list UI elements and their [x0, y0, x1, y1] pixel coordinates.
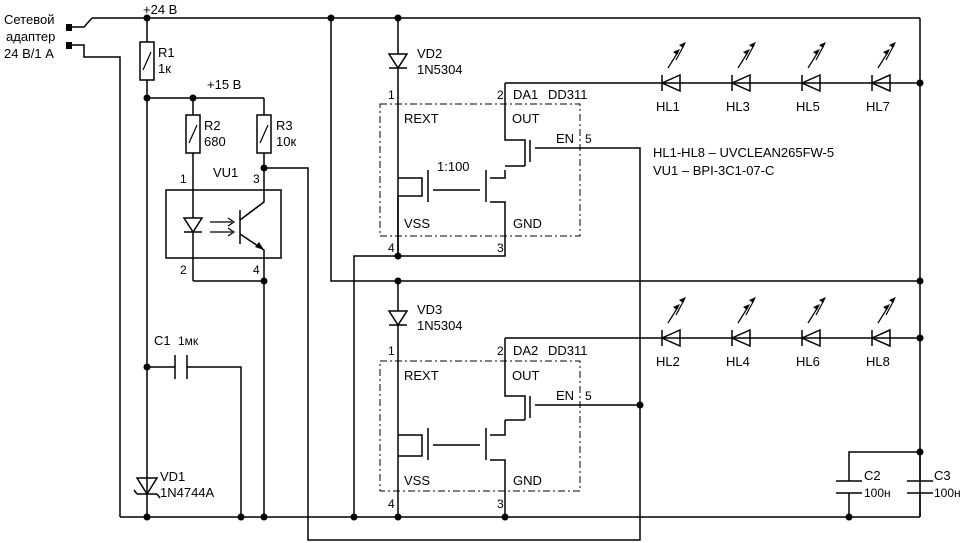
da1-pin5: 5 [585, 132, 592, 146]
r2-name: R2 [204, 118, 221, 133]
da1-pin1: 1 [388, 88, 395, 102]
hl1-label: HL1 [656, 99, 680, 114]
driver-da1 [353, 18, 920, 517]
led-hl6 [800, 297, 826, 348]
led-hl7 [870, 42, 896, 93]
driver-da2 [379, 281, 920, 517]
resistor-r1 [139, 18, 155, 517]
da1-rext: REXT [404, 111, 439, 126]
c1-value: 1мк [178, 334, 199, 348]
r3-value: 10к [276, 134, 296, 149]
da2-pin2: 2 [497, 344, 504, 358]
adapter-label-2: адаптер [6, 29, 55, 44]
capacitor-c1 [147, 355, 242, 517]
da1-pin3: 3 [497, 241, 504, 255]
vu1-pin3: 3 [253, 172, 260, 186]
hl7-label: HL7 [866, 99, 890, 114]
c2-value: 100н [864, 486, 891, 500]
led-hl5 [800, 42, 826, 93]
hl4-label: HL4 [726, 354, 750, 369]
led-hl4 [730, 297, 756, 348]
da2-gnd: GND [513, 473, 542, 488]
da1-pin2: 2 [497, 88, 504, 102]
r2-value: 680 [204, 134, 226, 149]
power-adapter-connector [66, 17, 920, 517]
da1-ratio: 1:100 [437, 159, 470, 174]
da1-gnd: GND [513, 216, 542, 231]
da1-vss: VSS [404, 216, 430, 231]
r1-name: R1 [158, 45, 175, 60]
c2-name: C2 [864, 468, 881, 483]
supply-24v-label: +24 В [143, 2, 177, 17]
vd1-value: 1N4744A [160, 485, 215, 500]
vu1-pin1: 1 [180, 172, 187, 186]
da2-vss: VSS [404, 473, 430, 488]
c3-value: 100н [934, 486, 961, 500]
da2-type: DD311 [548, 343, 588, 358]
da2-rext: REXT [404, 368, 439, 383]
da2-pin4: 4 [388, 497, 395, 511]
hl3-label: HL3 [726, 99, 750, 114]
note-vu1: VU1 – BPI-3C1-07-C [653, 163, 774, 178]
r1-value: 1к [158, 61, 171, 76]
led-string-bottom [660, 297, 896, 348]
hl6-label: HL6 [796, 354, 820, 369]
da1-out: OUT [512, 111, 540, 126]
resistor-r2 [185, 98, 201, 190]
hl2-label: HL2 [656, 354, 680, 369]
adapter-label-1: Сетевой [4, 12, 54, 27]
vu1-pin4: 4 [253, 263, 260, 277]
da1-en: EN [556, 131, 574, 146]
vu1-pin2: 2 [180, 263, 187, 277]
led-string-top [660, 42, 896, 93]
zener-diode-vd1 [133, 477, 161, 499]
da2-pin5: 5 [585, 389, 592, 403]
led-hl8 [870, 297, 896, 348]
da2-out: OUT [512, 368, 540, 383]
da2-en: EN [556, 388, 574, 403]
da1-type: DD311 [548, 87, 588, 102]
adapter-label-3: 24 В/1 А [4, 46, 54, 61]
c3-name: C3 [934, 468, 951, 483]
note-leds: HL1-HL8 – UVCLEAN265FW-5 [653, 145, 834, 160]
hl8-label: HL8 [866, 354, 890, 369]
junction-dots [143, 14, 924, 521]
vd2-name: VD2 [417, 46, 442, 61]
led-hl2 [660, 297, 686, 348]
optocoupler-vu1 [165, 189, 282, 282]
vd3-value: 1N5304 [417, 318, 463, 333]
c1-name: C1 [154, 333, 171, 348]
hl5-label: HL5 [796, 99, 820, 114]
supply-15v-label: +15 В [207, 77, 241, 92]
vu1-label: VU1 [213, 165, 238, 180]
da2-pin3: 3 [497, 497, 504, 511]
capacitors-c2-c3 [836, 451, 933, 517]
vd1-name: VD1 [160, 469, 185, 484]
da2-label: DA2 [513, 343, 538, 358]
led-hl1 [660, 42, 686, 93]
da1-label: DA1 [513, 87, 538, 102]
da2-pin1: 1 [388, 344, 395, 358]
led-hl3 [730, 42, 756, 93]
vd2-value: 1N5304 [417, 62, 463, 77]
vd3-name: VD3 [417, 302, 442, 317]
da1-pin4: 4 [388, 241, 395, 255]
r3-name: R3 [276, 118, 293, 133]
